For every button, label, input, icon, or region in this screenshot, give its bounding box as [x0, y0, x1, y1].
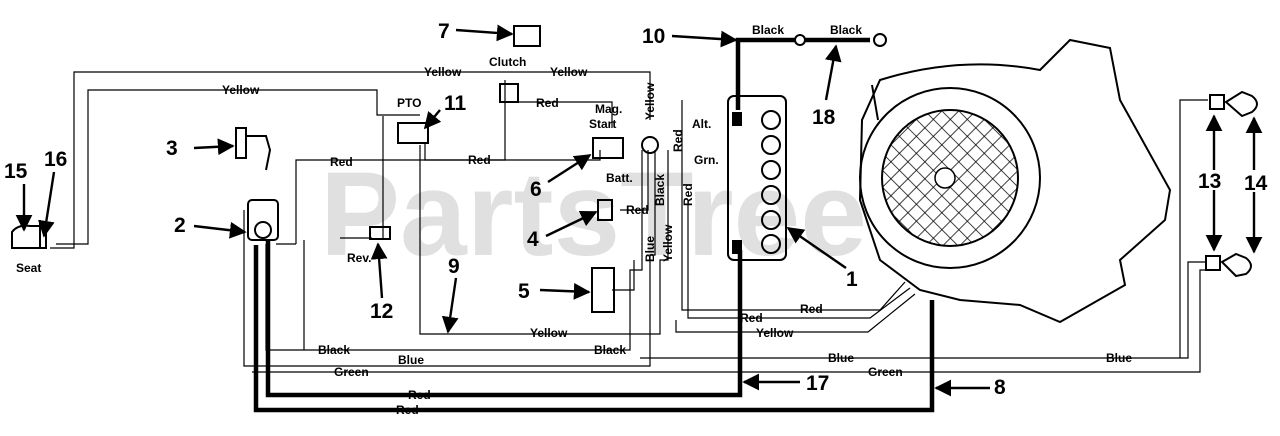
label-yellow-top-right: Yellow: [550, 65, 588, 79]
callout-13: 13: [1198, 170, 1221, 193]
callout-7: 7: [438, 20, 450, 43]
callout-10: 10: [642, 25, 665, 48]
label-red-clutch: Red: [536, 96, 559, 110]
battery-cells: [761, 110, 781, 254]
label-red-thick2: Red: [396, 403, 419, 417]
callout-4: 4: [527, 228, 539, 251]
callout-6: 6: [530, 178, 542, 201]
label-black-cable1: Black: [752, 23, 784, 37]
callout-16: 16: [44, 148, 67, 171]
label-green-right: Green: [868, 365, 903, 379]
headlight-top: [1209, 90, 1258, 118]
callout-3: 3: [166, 137, 178, 160]
wire-labels: Yellow Yellow Clutch Yellow PTO Red Mag.…: [16, 23, 1132, 417]
headlight-bottom: [1205, 252, 1252, 278]
label-red-bottom-right2: Red: [740, 311, 763, 325]
reverse-switch: [369, 226, 391, 240]
label-pto: PTO: [397, 96, 421, 110]
callout-9: 9: [448, 255, 460, 278]
callout-14: 14: [1244, 172, 1268, 195]
label-blue-vertical: Blue: [643, 236, 657, 262]
callout-numbers: 1 2 3 4 5 6 7 8 9 10 11 12 13 14 15 16 1…: [4, 20, 1268, 399]
fuse-holder: [597, 199, 613, 221]
label-red-center: Red: [468, 153, 491, 167]
light-switch: [235, 127, 247, 159]
label-red-thick1: Red: [408, 388, 431, 402]
label-blue-left: Blue: [398, 353, 424, 367]
battery: [727, 95, 787, 261]
label-red-4: Red: [626, 203, 649, 217]
engine: [858, 38, 1172, 324]
thick-cables: [253, 37, 935, 413]
ignition-switch: [247, 199, 279, 241]
callout-1: 1: [846, 268, 858, 291]
cable-terminal: [794, 34, 806, 46]
callout-5: 5: [518, 280, 530, 303]
thin-wires: [50, 71, 1212, 373]
label-red-vertical: Red: [671, 129, 685, 152]
pto-switch: [397, 122, 429, 144]
label-blue-right-mid: Blue: [828, 351, 854, 365]
callout-18: 18: [812, 106, 836, 129]
label-yellow-top-left: Yellow: [222, 83, 260, 97]
label-clutch: Clutch: [489, 55, 526, 69]
label-yellow-bottom-right: Yellow: [756, 326, 794, 340]
callout-11: 11: [444, 92, 467, 115]
label-yellow-vertical: Yellow: [643, 82, 657, 120]
label-start: Start: [589, 117, 616, 131]
label-black-center: Black: [594, 343, 626, 357]
clutch-connector: [513, 25, 541, 47]
callout-12: 12: [370, 300, 393, 323]
callout-arrows: [15, 24, 1263, 397]
label-seat: Seat: [16, 261, 41, 275]
label-yellow-vertical2: Yellow: [661, 224, 675, 262]
label-grn: Grn.: [694, 153, 719, 167]
label-red-left: Red: [330, 155, 353, 169]
relay: [591, 267, 615, 313]
callout-8: 8: [994, 376, 1006, 399]
starter-solenoid: [592, 137, 624, 159]
label-green-left: Green: [334, 365, 369, 379]
label-yellow-top-center: Yellow: [424, 65, 462, 79]
label-batt: Batt.: [606, 171, 633, 185]
label-black-cable2: Black: [830, 23, 862, 37]
label-red-vertical2: Red: [681, 183, 695, 206]
label-black-left: Black: [318, 343, 350, 357]
label-blue-far-right: Blue: [1106, 351, 1132, 365]
components: [11, 25, 1258, 324]
callout-2: 2: [174, 214, 186, 237]
callout-17: 17: [806, 372, 829, 395]
label-yellow-bottom: Yellow: [530, 326, 568, 340]
label-black-vertical: Black: [653, 174, 667, 206]
label-mag: Mag.: [595, 102, 622, 116]
callout-15: 15: [4, 160, 28, 183]
label-red-bottom-right: Red: [800, 302, 823, 316]
wire-yellow-top: [50, 71, 651, 249]
label-alt: Alt.: [692, 117, 711, 131]
label-rev: Rev.: [347, 251, 371, 265]
